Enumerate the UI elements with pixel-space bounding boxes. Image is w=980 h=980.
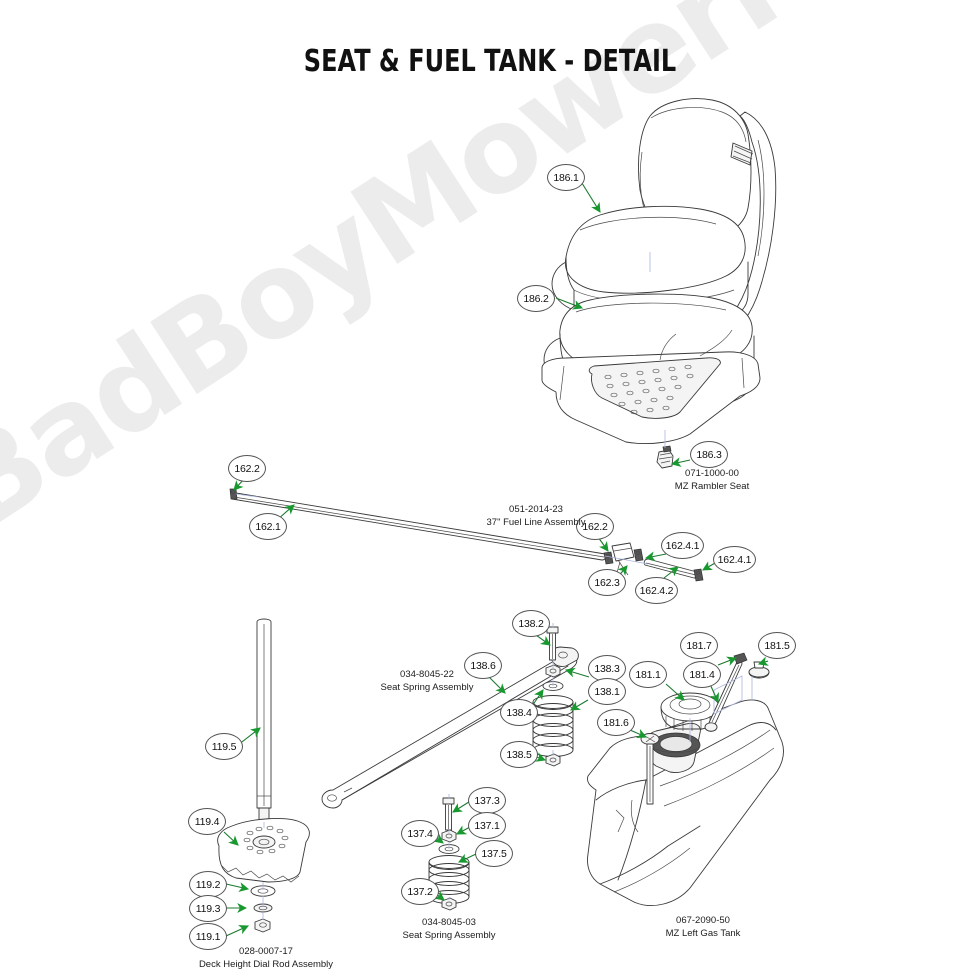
seat-assembly-art [541,98,777,469]
seat-spring-lower-art [428,794,470,911]
part-label-fuel-line: 051-2014-23 37" Fuel Line Assembly [469,503,603,529]
tank-screw [640,733,660,805]
callout-138-1[interactable]: 138.1 [588,678,626,705]
callout-162-1[interactable]: 162.1 [249,513,287,540]
callout-181-6[interactable]: 181.6 [597,709,635,736]
spring-nut-lower-138 [545,753,561,767]
callout-119-2[interactable]: 119.2 [189,871,227,898]
callout-181-7[interactable]: 181.7 [680,632,718,659]
part-label-dial-rod: 028-0007-17 Deck Height Dial Rod Assembl… [186,945,346,971]
callout-181-1[interactable]: 181.1 [629,661,667,688]
seat-spring-upper-art [321,623,579,809]
fuel-line-assembly-art [229,488,704,582]
callout-162-2-a[interactable]: 162.2 [228,455,266,482]
part-label-seat: 071-1000-00 MZ Rambler Seat [652,467,772,493]
spring-nut-upper [545,664,561,678]
part-label-spring-lower: 034-8045-03 Seat Spring Assembly [386,916,512,942]
callout-162-3[interactable]: 162.3 [588,569,626,596]
fuel-gauge-rod [704,652,748,732]
part-label-gas-tank: 067-2090-50 MZ Left Gas Tank [640,914,766,940]
part-number-gas-tank: 067-2090-50 [676,915,730,926]
callout-181-5[interactable]: 181.5 [758,632,796,659]
vent-cap [748,661,770,679]
part-number-spring-lower: 034-8045-03 [422,917,476,928]
callout-137-4[interactable]: 137.4 [401,820,439,847]
callout-181-4[interactable]: 181.4 [683,661,721,688]
page-title: SEAT & FUEL TANK - DETAIL [303,44,677,79]
callout-138-6[interactable]: 138.6 [464,652,502,679]
callout-137-3[interactable]: 137.3 [468,787,506,814]
callout-137-2[interactable]: 137.2 [401,878,439,905]
part-desc-seat: MZ Rambler Seat [674,481,750,492]
spring-nut-bottom-137 [441,897,457,911]
part-number-fuel-line: 051-2014-23 [509,504,563,515]
callout-138-5[interactable]: 138.5 [500,741,538,768]
part-desc-gas-tank: MZ Left Gas Tank [665,928,741,939]
deck-height-dial-rod-art [217,618,310,933]
coil-spring-lower [428,855,470,904]
part-label-spring-upper: 034-8045-22 Seat Spring Assembly [364,668,490,694]
fuel-filter-fitting [603,542,644,577]
seat-mount-clip [656,445,674,469]
callout-162-4-2[interactable]: 162.4.2 [635,577,678,604]
part-desc-dial-rod: Deck Height Dial Rod Assembly [198,959,334,970]
callout-186-3[interactable]: 186.3 [690,441,728,468]
hose-clamp-left [229,488,238,500]
callout-119-3[interactable]: 119.3 [189,895,227,922]
callout-119-1[interactable]: 119.1 [189,923,227,950]
spring-bolt-lower [442,797,455,831]
callout-186-1[interactable]: 186.1 [547,164,585,191]
part-desc-fuel-line: 37" Fuel Line Assembly [486,517,586,528]
part-number-spring-upper: 034-8045-22 [400,669,454,680]
callout-162-4-1-a[interactable]: 162.4.1 [661,532,704,559]
part-desc-spring-upper: Seat Spring Assembly [380,682,474,693]
callout-162-4-1-b[interactable]: 162.4.1 [713,546,756,573]
part-desc-spring-lower: Seat Spring Assembly [402,930,496,941]
callout-186-2[interactable]: 186.2 [517,285,555,312]
callout-137-5[interactable]: 137.5 [475,840,513,867]
callout-119-4[interactable]: 119.4 [188,808,226,835]
hose-clamp-right [693,568,704,582]
spring-bolt-upper [546,626,559,661]
callout-137-1[interactable]: 137.1 [468,812,506,839]
callout-119-5[interactable]: 119.5 [205,733,243,760]
callout-138-4[interactable]: 138.4 [500,699,538,726]
coil-spring-upper [532,695,574,757]
callout-162-2-b[interactable]: 162.2 [576,513,614,540]
filler-neck [651,732,701,758]
callout-138-2[interactable]: 138.2 [512,610,550,637]
dial-nut [254,918,271,933]
part-number-dial-rod: 028-0007-17 [239,946,293,957]
part-number-seat: 071-1000-00 [685,468,739,479]
